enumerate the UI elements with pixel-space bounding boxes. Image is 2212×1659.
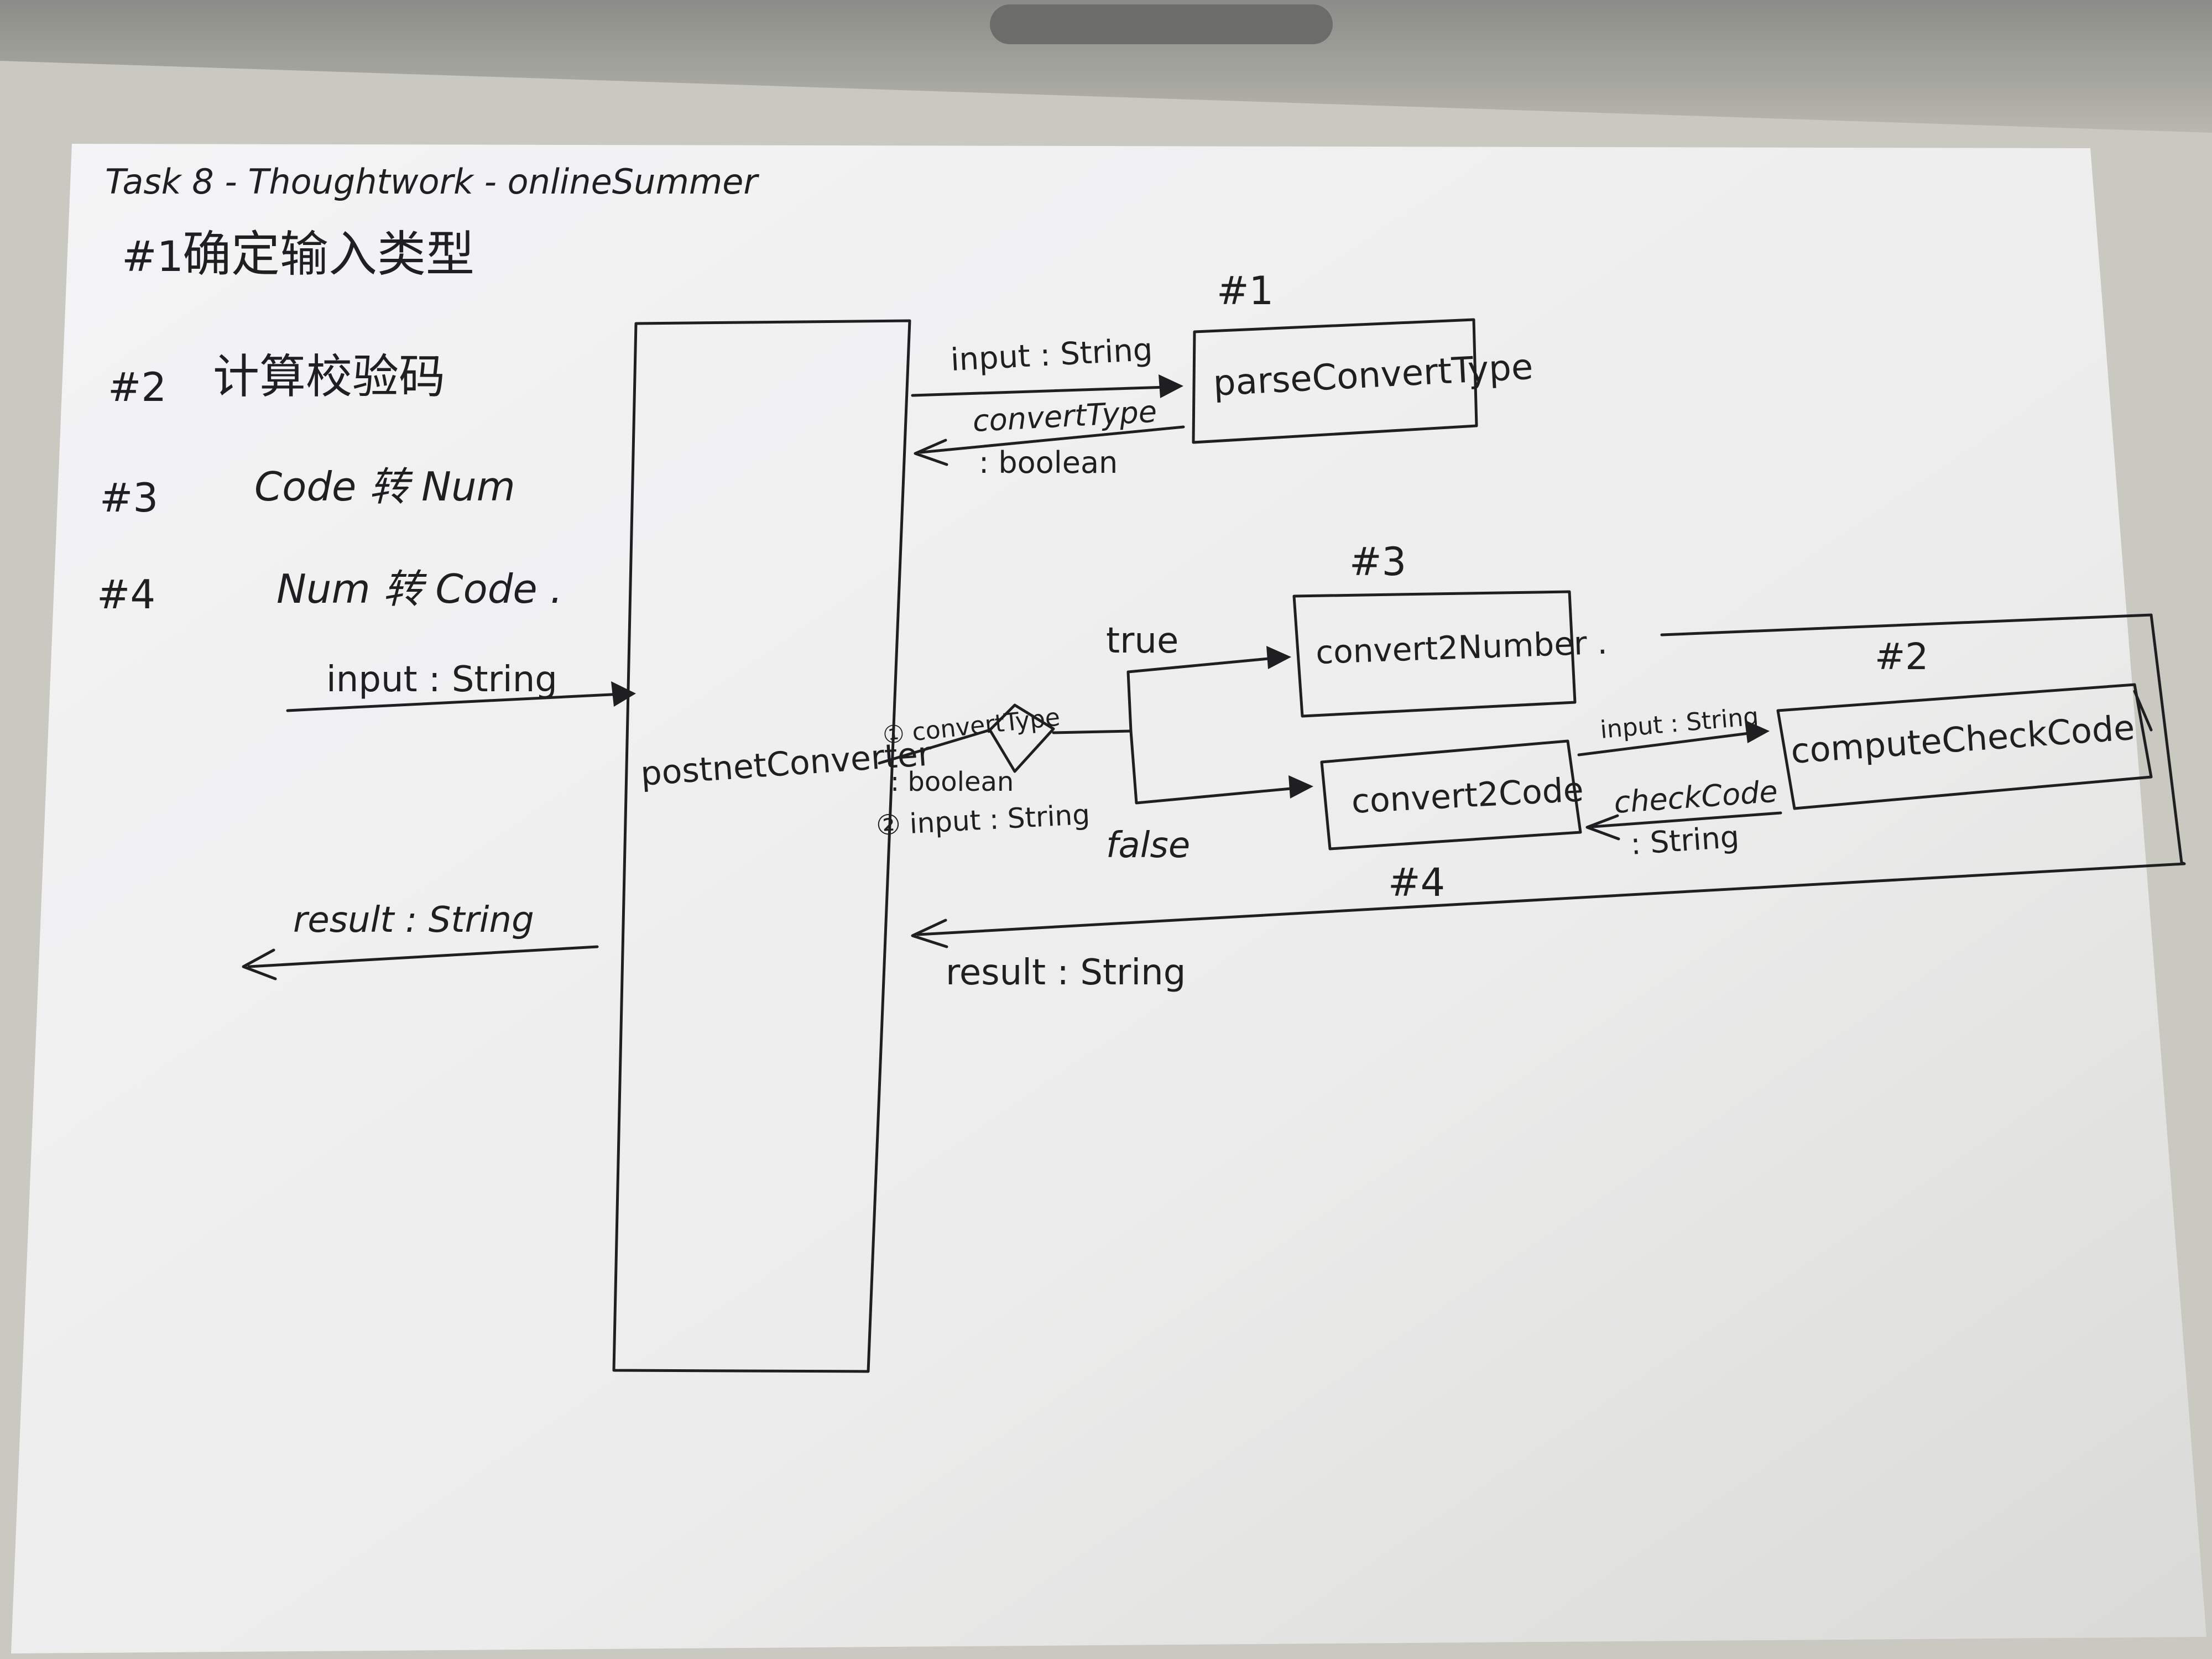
left-input-arrow: input : String xyxy=(286,659,636,712)
result-loop-line: result : String xyxy=(911,613,2186,993)
diagram-title: Task 8 - Thoughtwork - onlineSummer xyxy=(105,161,759,202)
decision-false-label: false xyxy=(1106,825,1190,866)
step-list: #1 确定输入类型 #2 计算校验码 #3 Code 转 Num #4 Num … xyxy=(97,226,563,618)
check-arrow-out-label-2: : String xyxy=(1630,819,1740,862)
convert2code-num: #4 xyxy=(1388,860,1445,905)
convert2number-box xyxy=(1292,590,1577,718)
compute-check-code-box xyxy=(1776,683,2153,810)
step-1-text: 确定输入类型 xyxy=(182,226,474,283)
step-4-text: Num 转 Code . xyxy=(276,566,563,612)
bottom-result-label: result : String xyxy=(946,952,1186,993)
decision-true-label: true xyxy=(1106,620,1178,661)
paper-sheet xyxy=(11,144,2206,1653)
step-1-num: #1 xyxy=(122,232,184,281)
decision-label-boolean: : boolean xyxy=(890,766,1014,797)
parse-convert-type-box xyxy=(1192,318,1478,444)
device-notch xyxy=(990,4,1333,44)
device-edge xyxy=(0,0,2212,133)
left-result-label: result : String xyxy=(293,900,534,941)
convert2code-box xyxy=(1320,739,1582,851)
convert2number-num: #3 xyxy=(1349,539,1406,585)
decision-diamond xyxy=(988,703,1055,773)
left-result-arrow: result : String xyxy=(242,900,599,980)
parse-num: #1 xyxy=(1217,268,1274,314)
step-2-num: #2 xyxy=(108,364,166,410)
compute-check-code-num: #2 xyxy=(1875,635,1928,678)
step-2-text: 计算校验码 xyxy=(213,349,445,404)
left-input-label: input : String xyxy=(326,659,557,700)
step-3-num: #3 xyxy=(100,474,158,521)
step-4-num: #4 xyxy=(97,571,155,618)
parse-arrow-out-label-2: : boolean xyxy=(979,445,1118,480)
step-3-text: Code 转 Num xyxy=(254,463,515,510)
